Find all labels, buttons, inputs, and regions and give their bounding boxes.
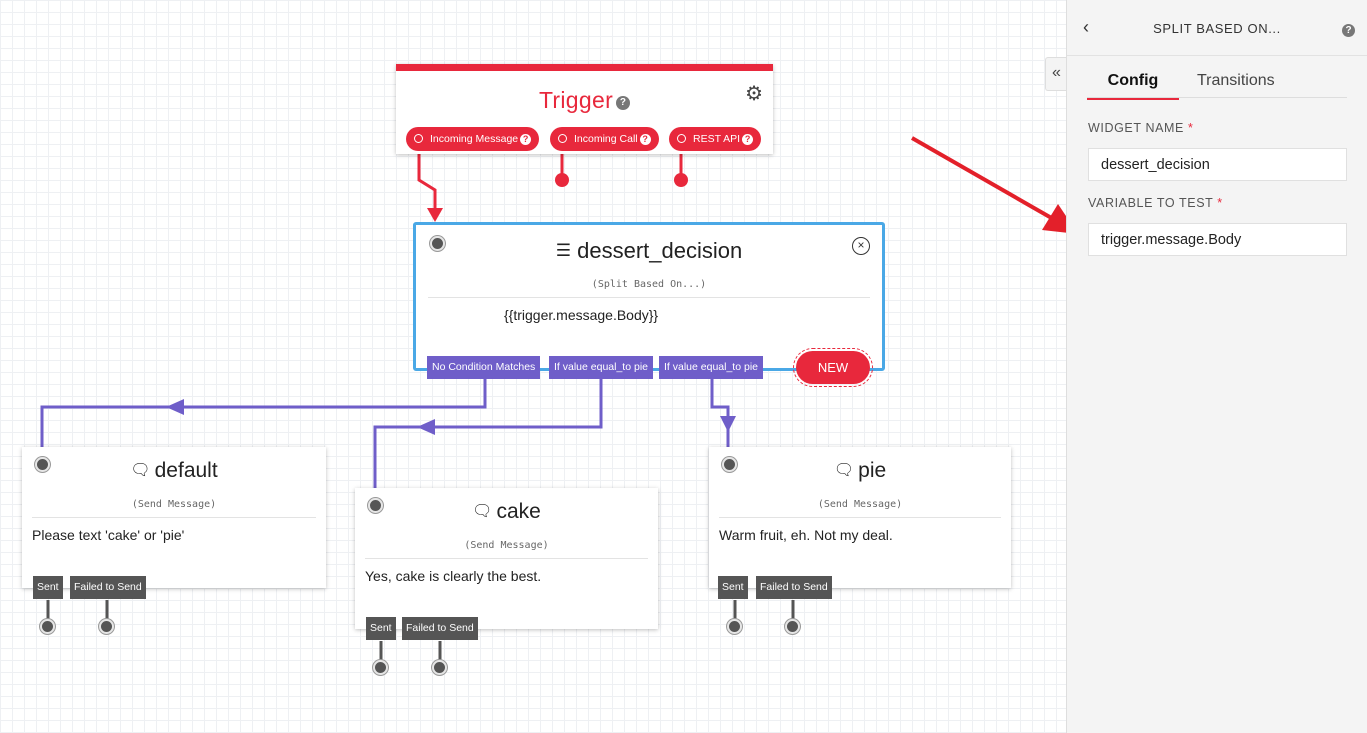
tab-transitions[interactable]: Transitions	[1197, 72, 1275, 89]
panel-header: ‹ SPLIT BASED ON... ?	[1067, 0, 1367, 56]
default-failed-port[interactable]	[99, 619, 114, 634]
help-icon[interactable]: ?	[1342, 24, 1355, 38]
pie-failed-port[interactable]	[785, 619, 800, 634]
split-icon: ☰	[555, 241, 571, 260]
widget-input-port[interactable]	[368, 498, 383, 513]
widget-pie[interactable]: 🗨pie (Send Message) Warm fruit, eh. Not …	[709, 447, 1011, 599]
widget-title: 🗨default	[130, 459, 218, 482]
help-icon[interactable]: ?	[742, 133, 754, 145]
widget-subtitle: (Send Message)	[131, 499, 217, 510]
close-icon[interactable]: ×	[852, 237, 870, 255]
cake-failed-port[interactable]	[432, 660, 447, 675]
arrow-to-pie	[720, 416, 736, 432]
transition-no-condition[interactable]: No Condition Matches	[427, 356, 541, 379]
trigger-pill-rest-api[interactable]: REST API?	[669, 127, 762, 151]
variable-to-test-label: VARIABLE TO TEST *	[1088, 196, 1223, 210]
sent-transition[interactable]: Sent	[366, 617, 396, 640]
trigger-widget[interactable]: Trigger? ⚙ Incoming Message? Incoming Ca…	[396, 64, 773, 154]
divider	[428, 297, 870, 298]
widget-body: Please text 'cake' or 'pie'	[32, 527, 185, 543]
flow-canvas[interactable]: Trigger? ⚙ Incoming Message? Incoming Ca…	[0, 0, 1078, 733]
widget-subtitle: (Send Message)	[817, 499, 903, 510]
help-icon-container[interactable]: ?	[1342, 22, 1355, 40]
collapse-panel-icon[interactable]: «	[1045, 57, 1067, 91]
port-rest-api[interactable]	[674, 173, 688, 187]
widget-input-port[interactable]	[722, 457, 737, 472]
widget-name-input[interactable]	[1088, 148, 1347, 181]
widget-body: Yes, cake is clearly the best.	[365, 568, 542, 584]
arrow-to-cake	[417, 419, 435, 435]
default-sent-port[interactable]	[40, 619, 55, 634]
back-chevron-icon[interactable]: ‹	[1083, 17, 1089, 37]
new-transition-button[interactable]: NEW	[793, 348, 873, 387]
panel-tabs: Config Transitions	[1087, 70, 1347, 100]
widget-title: 🗨pie	[833, 459, 887, 482]
port-incoming-call[interactable]	[555, 173, 569, 187]
trigger-pill-incoming-call[interactable]: Incoming Call?	[550, 127, 659, 151]
arrow-to-default	[166, 399, 184, 415]
split-subtitle: (Split Based On...)	[591, 279, 707, 290]
sent-transition[interactable]: Sent	[718, 576, 748, 599]
panel-title: SPLIT BASED ON...	[1153, 21, 1281, 36]
gears-icon[interactable]: ⚙	[745, 83, 763, 105]
widget-cake[interactable]: 🗨cake (Send Message) Yes, cake is clearl…	[355, 488, 658, 640]
sent-transition[interactable]: Sent	[33, 576, 63, 599]
message-icon: 🗨	[130, 462, 151, 479]
failed-transition[interactable]: Failed to Send	[70, 576, 146, 599]
wire-to-default	[40, 376, 487, 450]
cake-sent-port[interactable]	[373, 660, 388, 675]
split-widget-dessert-decision[interactable]: ☰ dessert_decision × (Split Based On...)…	[413, 222, 885, 387]
tab-config[interactable]: Config	[1087, 72, 1179, 100]
widget-title: 🗨cake	[472, 500, 541, 523]
pointer-arrow-shaft	[911, 136, 1056, 222]
widget-default[interactable]: 🗨default (Send Message) Please text 'cak…	[22, 447, 326, 599]
divider	[32, 517, 316, 518]
divider	[719, 517, 1001, 518]
config-panel: ‹ SPLIT BASED ON... ? Config Transitions…	[1066, 0, 1367, 733]
message-icon: 🗨	[472, 503, 493, 520]
help-icon[interactable]: ?	[520, 133, 532, 145]
wire-to-cake	[373, 376, 603, 492]
failed-transition[interactable]: Failed to Send	[756, 576, 832, 599]
widget-body: Warm fruit, eh. Not my deal.	[719, 527, 893, 543]
split-input-port[interactable]	[430, 236, 445, 251]
trigger-title: Trigger?	[396, 87, 773, 114]
arrow-trigger-to-split	[427, 208, 443, 222]
split-variable-expression: {{trigger.message.Body}}	[504, 307, 659, 323]
help-icon[interactable]: ?	[616, 96, 631, 110]
variable-to-test-input[interactable]	[1088, 223, 1347, 256]
wire-trigger-to-split	[417, 148, 437, 214]
widget-name-label: WIDGET NAME *	[1088, 121, 1194, 135]
widget-input-port[interactable]	[35, 457, 50, 472]
pie-sent-port[interactable]	[727, 619, 742, 634]
split-title: ☰ dessert_decision	[555, 238, 743, 263]
divider	[365, 558, 648, 559]
help-icon[interactable]: ?	[639, 133, 651, 145]
transition-if-value-2[interactable]: If value equal_to pie	[659, 356, 763, 379]
widget-subtitle: (Send Message)	[464, 540, 549, 551]
message-icon: 🗨	[833, 462, 855, 479]
failed-transition[interactable]: Failed to Send	[402, 617, 478, 640]
trigger-pill-incoming-message[interactable]: Incoming Message?	[406, 127, 540, 151]
transition-if-value-1[interactable]: If value equal_to pie	[549, 356, 653, 379]
wire-to-pie	[710, 376, 730, 447]
